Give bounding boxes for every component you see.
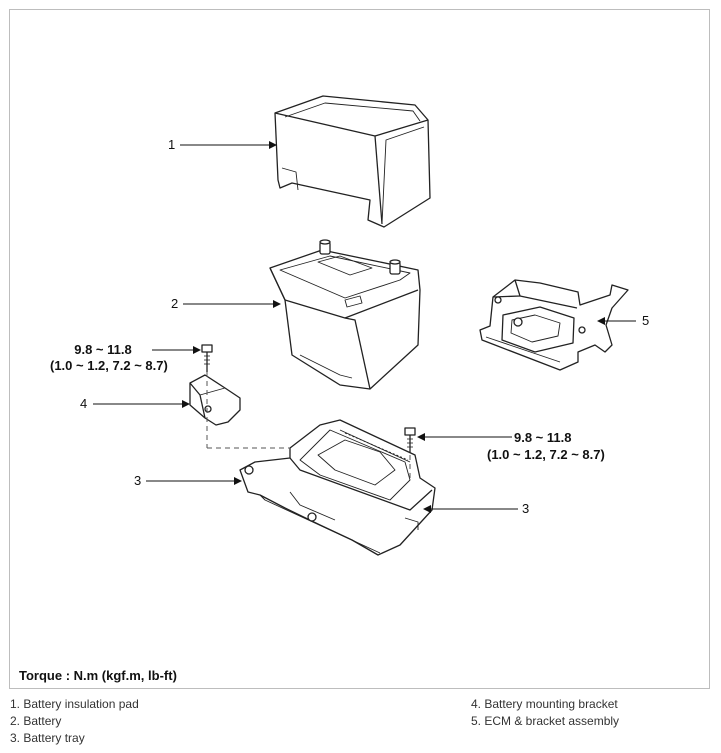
legend-item: 4. Battery mounting bracket	[471, 697, 618, 711]
callout-2: 2	[171, 296, 179, 311]
callout-3-right: 3	[522, 501, 530, 516]
alignment-lines	[206, 372, 411, 478]
bolt-left-part	[201, 344, 213, 372]
battery-insulation-pad-part	[274, 95, 431, 228]
battery-tray-part	[239, 419, 436, 556]
diagram-frame	[9, 9, 710, 689]
torque-right-alt: (1.0 ~ 1.2, 7.2 ~ 8.7)	[487, 447, 605, 462]
exploded-view-drawing	[93, 95, 636, 556]
legend-right: 4. Battery mounting bracket 5. ECM & bra…	[471, 696, 619, 730]
legend-item: 5. ECM & bracket assembly	[471, 714, 620, 728]
torque-right-value: 9.8 ~ 11.8	[514, 430, 572, 445]
callout-4: 4	[80, 396, 88, 411]
torque-spec-left: 9.8 ~ 11.8	[54, 342, 152, 358]
battery-mounting-bracket-part	[189, 374, 241, 426]
callout-1: 1	[168, 137, 176, 152]
torque-left-value: 9.8 ~ 11.8	[74, 342, 132, 357]
legend-item: 3. Battery tray	[10, 731, 85, 745]
torque-spec-right: 9.8 ~ 11.8	[514, 430, 604, 446]
torque-spec-right-alt: (1.0 ~ 1.2, 7.2 ~ 8.7)	[487, 447, 647, 463]
legend-item: 2. Battery	[10, 714, 62, 728]
ecm-bracket-assembly-part	[479, 279, 629, 371]
torque-left-alt: (1.0 ~ 1.2, 7.2 ~ 8.7)	[50, 358, 168, 373]
bolt-right-part	[404, 427, 416, 455]
callout-5: 5	[642, 313, 650, 328]
legend-left: 1. Battery insulation pad 2. Battery 3. …	[10, 696, 139, 747]
legend-item: 1. Battery insulation pad	[10, 697, 139, 711]
battery-part	[269, 239, 421, 390]
callout-3-left: 3	[134, 473, 142, 488]
torque-unit-label: Torque : N.m (kgf.m, lb-ft)	[19, 668, 177, 683]
torque-spec-left-alt: (1.0 ~ 1.2, 7.2 ~ 8.7)	[50, 358, 210, 374]
